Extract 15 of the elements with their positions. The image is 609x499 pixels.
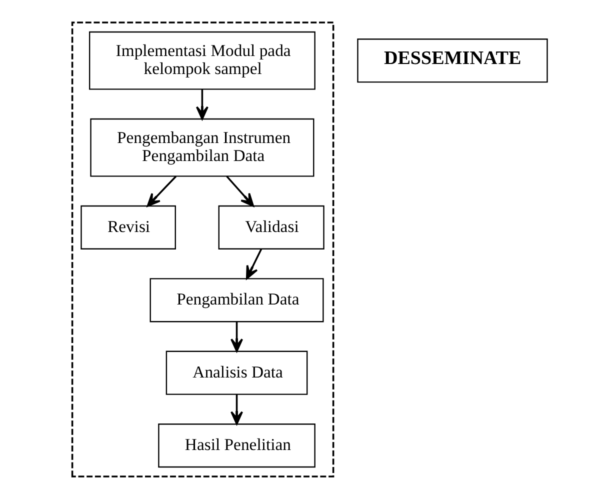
- node-box: DESSEMINATE: [356, 38, 548, 83]
- node-box: Revisi: [80, 205, 176, 250]
- node-box: Validasi: [218, 205, 324, 250]
- node-box: Implementasi Modul pada kelompok sampel: [88, 31, 315, 90]
- arrow: [245, 248, 262, 280]
- arrow: [195, 90, 208, 120]
- arrow: [226, 176, 254, 207]
- node-box: Pengambilan Data: [149, 278, 324, 322]
- arrow: [230, 322, 243, 352]
- cluster: [70, 22, 334, 478]
- node-box: Analisis Data: [165, 350, 308, 395]
- node-box: Hasil Penelitian: [158, 424, 315, 468]
- node-box: Pengembangan Instrumen Pengambilan Data: [90, 118, 314, 177]
- arrow: [230, 394, 243, 425]
- arrow: [146, 176, 176, 207]
